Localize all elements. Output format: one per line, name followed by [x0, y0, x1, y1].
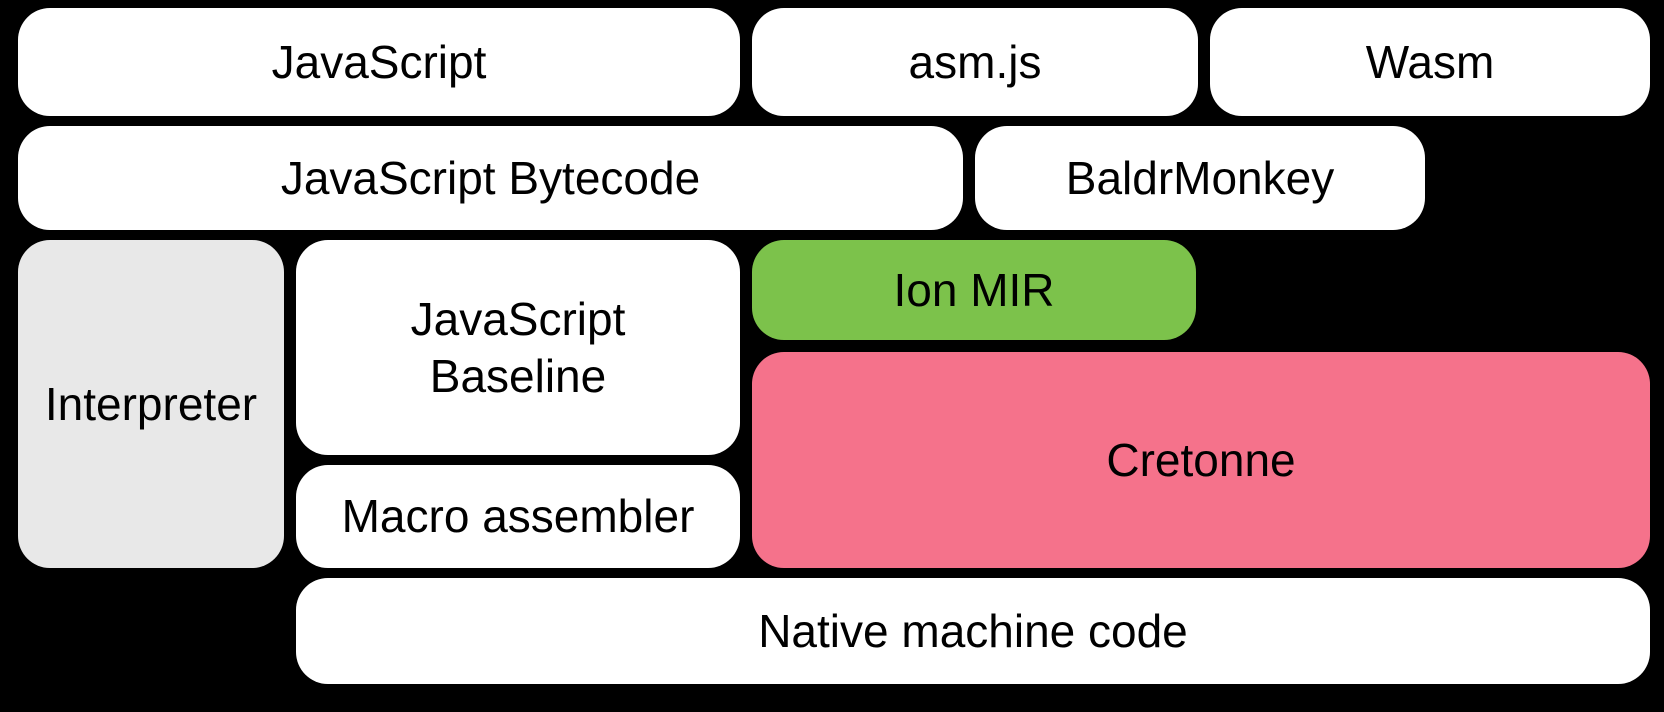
box-asmjs: asm.js: [752, 8, 1198, 116]
box-native-machine-code-label: Native machine code: [758, 604, 1188, 657]
box-javascript-baseline: JavaScript Baseline: [296, 240, 740, 455]
box-interpreter: Interpreter: [18, 240, 284, 568]
box-native-machine-code: Native machine code: [296, 578, 1650, 684]
box-ion-mir-label: Ion MIR: [893, 263, 1055, 316]
box-baldrmonkey: BaldrMonkey: [975, 126, 1425, 230]
box-javascript-bytecode-label: JavaScript Bytecode: [280, 151, 701, 204]
box-wasm: Wasm: [1210, 8, 1650, 116]
box-javascript-bytecode: JavaScript Bytecode: [18, 126, 963, 230]
box-javascript: JavaScript: [18, 8, 740, 116]
box-macro-assembler: Macro assembler: [296, 465, 740, 568]
box-ion-mir: Ion MIR: [752, 240, 1196, 340]
box-javascript-label: JavaScript: [271, 35, 487, 88]
box-interpreter-label: Interpreter: [44, 377, 258, 430]
box-baldrmonkey-label: BaldrMonkey: [1065, 151, 1335, 204]
box-wasm-label: Wasm: [1365, 35, 1495, 88]
box-cretonne-label: Cretonne: [1106, 433, 1296, 486]
box-javascript-baseline-label: JavaScript Baseline: [410, 293, 626, 402]
box-asmjs-label: asm.js: [908, 35, 1042, 88]
box-macro-assembler-label: Macro assembler: [341, 490, 695, 543]
box-cretonne: Cretonne: [752, 352, 1650, 568]
